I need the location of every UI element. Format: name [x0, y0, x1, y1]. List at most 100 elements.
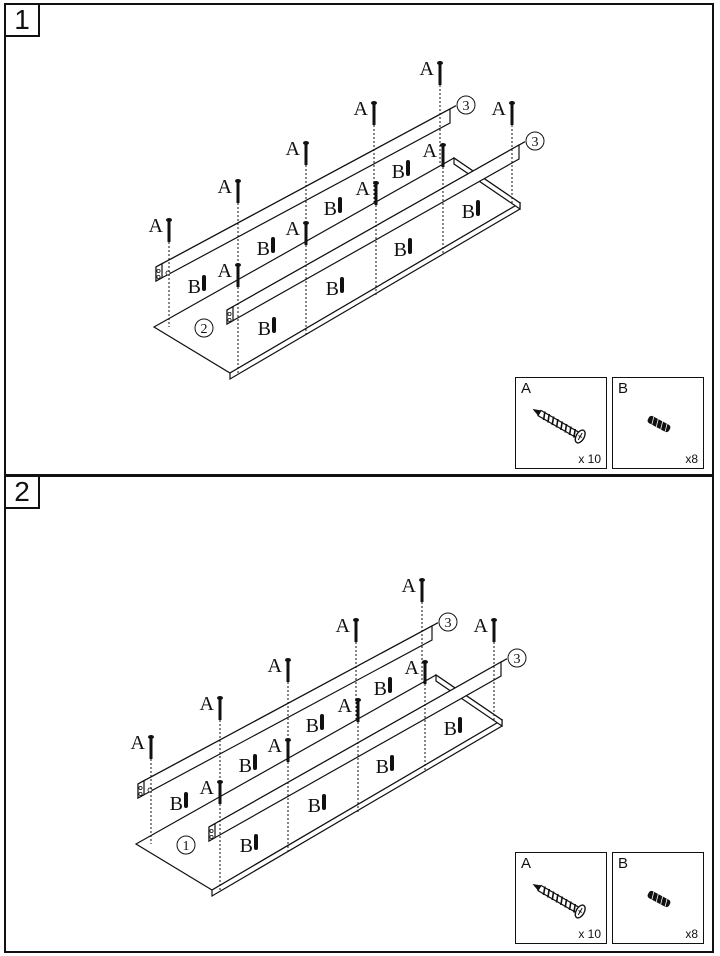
- screw-head: [217, 780, 223, 784]
- rail-callout: [438, 612, 458, 632]
- dowel-B: [271, 237, 275, 253]
- rail-hole: [138, 785, 143, 790]
- panel-part-number: 1: [183, 839, 190, 854]
- dowel-legend-box: B x8: [612, 377, 704, 469]
- screw-label: A: [200, 777, 215, 799]
- screw-legend-box: A x 10: [515, 852, 607, 944]
- screw-head: [148, 735, 154, 739]
- dowel-label: B: [376, 756, 389, 778]
- legend-label: A: [521, 380, 532, 397]
- screw-head: [422, 660, 428, 664]
- rail-callout: [507, 648, 527, 668]
- dowel-label: B: [306, 715, 319, 737]
- screw-icon: [532, 409, 586, 444]
- dowel-label: B: [392, 161, 405, 183]
- screw-label: A: [218, 176, 233, 198]
- screw-head: [166, 218, 172, 222]
- legend-label: B: [618, 855, 629, 872]
- dowel-B: [320, 714, 324, 730]
- dowel-label: B: [326, 278, 339, 300]
- rail-hole: [209, 828, 214, 833]
- dowel-B: [184, 792, 188, 808]
- dowel-label: B: [308, 795, 321, 817]
- screw-head: [509, 101, 515, 105]
- screw-label: A: [492, 98, 507, 120]
- rail-callout: [456, 95, 476, 115]
- dowel-label: B: [374, 678, 387, 700]
- rail-hole: [227, 317, 232, 322]
- dowel-B: [406, 160, 410, 176]
- screw-label: A: [286, 138, 301, 160]
- screw-head: [373, 181, 379, 185]
- dowel-B: [408, 238, 412, 254]
- dowel-B: [340, 277, 344, 293]
- screw-A: [510, 103, 514, 125]
- dowel-legend-box: B x8: [612, 852, 704, 944]
- screw-A: [374, 183, 378, 205]
- screw-A: [438, 63, 442, 85]
- step-number: 1: [6, 5, 40, 37]
- screw-label: A: [268, 655, 283, 677]
- screw-label: A: [354, 98, 369, 120]
- rail-hole: [209, 834, 214, 839]
- screw-head: [440, 143, 446, 147]
- dowel-icon: [647, 415, 671, 433]
- base-panel-edge: [453, 156, 521, 211]
- screw-icon: [532, 884, 586, 919]
- dowel-label: B: [188, 276, 201, 298]
- screw-A: [304, 223, 308, 245]
- dowel-label: B: [257, 238, 270, 260]
- dowel-B: [202, 275, 206, 291]
- base-panel: [134, 674, 504, 891]
- panel-part-number: 2: [201, 322, 208, 337]
- rail-hole: [156, 274, 161, 279]
- screw-label: A: [218, 260, 233, 282]
- dowel-B: [458, 717, 462, 733]
- screw-head: [437, 61, 443, 65]
- screw-A: [420, 580, 424, 602]
- dowel-B: [253, 754, 257, 770]
- dowel-B: [338, 197, 342, 213]
- screw-head: [419, 578, 425, 582]
- screw-A: [236, 265, 240, 287]
- screw-A: [286, 660, 290, 682]
- screw-A: [149, 737, 153, 759]
- legend-quantity: x 10: [578, 452, 601, 466]
- dowel-label: B: [240, 835, 253, 857]
- screw-label: A: [286, 218, 301, 240]
- rail-hole: [227, 311, 232, 316]
- screw-A: [218, 698, 222, 720]
- rail-hole: [138, 791, 143, 796]
- screw-label: A: [131, 732, 146, 754]
- screw-label: A: [402, 575, 417, 597]
- dowel-B: [390, 755, 394, 771]
- rail-hole: [156, 268, 161, 273]
- legend-quantity: x 10: [578, 927, 601, 941]
- base-panel: [152, 157, 522, 374]
- screw-A: [423, 662, 427, 684]
- screw-legend-box: A x 10: [515, 377, 607, 469]
- screw-label: A: [420, 58, 435, 80]
- step-number: 2: [6, 477, 40, 509]
- base-panel-edge: [435, 673, 503, 728]
- legend-label: B: [618, 380, 629, 397]
- screw-label: A: [336, 615, 351, 637]
- screw-head: [355, 698, 361, 702]
- screw-head: [491, 618, 497, 622]
- screw-A: [218, 782, 222, 804]
- legend-label: A: [521, 855, 532, 872]
- dowel-icon: [647, 890, 671, 908]
- screw-A: [286, 740, 290, 762]
- screw-A: [354, 620, 358, 642]
- screw-head: [371, 101, 377, 105]
- screw-label: A: [423, 140, 438, 162]
- screw-A: [356, 700, 360, 722]
- screw-A: [304, 143, 308, 165]
- dowel-B: [388, 677, 392, 693]
- dowel-label: B: [444, 718, 457, 740]
- screw-A: [167, 220, 171, 242]
